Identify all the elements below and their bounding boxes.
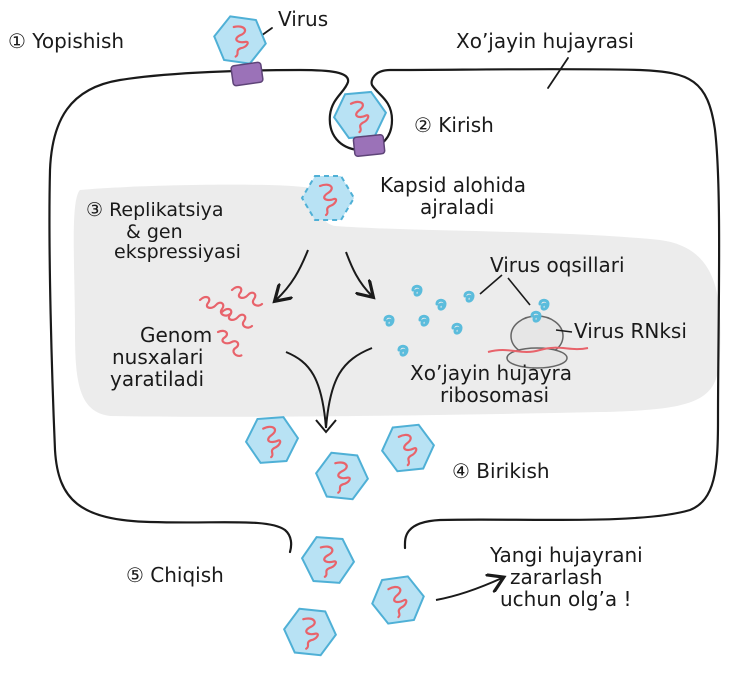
uncoating-label-line1: Kapsid alohida [380,173,526,197]
new-cell-arrow-icon [435,578,502,601]
replication-label-line2: & gen [126,221,183,243]
assembled-virus-icon [312,450,372,502]
assembly-arrowhead-icon [315,419,337,434]
exiting-virus-icon [368,573,428,627]
host-cell-label: Xo’jayin hujayrasi [456,29,634,53]
assembly-merge-arrow-icon [285,347,373,429]
new-cell-label-line2: zararlash [510,565,602,589]
viral-rna-label: Virus RNksi [574,319,687,343]
attaching-virus-icon [210,13,270,67]
assembled-virus-icon [243,415,301,465]
arrow-to-proteins-icon [345,251,372,296]
new-cell-label-line1: Yangi hujayrani [489,543,643,567]
host-cell-pointer [547,57,569,89]
viral-rna-pointer [555,329,573,333]
arrow-to-genome-icon [276,249,309,300]
viral-proteins-pointer [479,274,503,295]
virus-label: Virus [278,7,328,31]
entry-label: ② Kirish [414,113,494,137]
entering-virus-icon [331,89,389,141]
genome-label-line3: yaratiladi [110,367,204,391]
viral-proteins-pointer-2 [507,277,531,306]
ribosome-label-line2: ribosomasi [440,383,549,407]
attachment-label: ① Yopishish [8,29,124,53]
ribosome-icon [487,298,589,369]
exiting-virus-icon [280,606,340,658]
uncoating-label-line2: ajraladi [420,195,494,219]
assembly-label: ④ Birikish [452,459,550,483]
receptor-icon-entry [352,134,386,157]
new-cell-label-line3: uchun olg’a ! [500,587,632,611]
uncoated-capsid-icon [300,175,356,221]
exiting-virus-icon [299,535,357,585]
receptor-icon [230,61,264,87]
genome-label-line2: nusxalari [112,345,203,369]
ribosome-label-line1: Xo’jayin hujayra [410,361,572,385]
viral-proteins-label: Virus oqsillari [490,253,625,277]
replication-label-line3: ekspressiyasi [114,241,241,263]
genome-label-line1: Genom [140,323,212,347]
replication-label-line1: ③ Replikatsiya [86,199,224,221]
assembled-virus-icon [378,422,438,474]
exit-label: ⑤ Chiqish [126,563,224,587]
